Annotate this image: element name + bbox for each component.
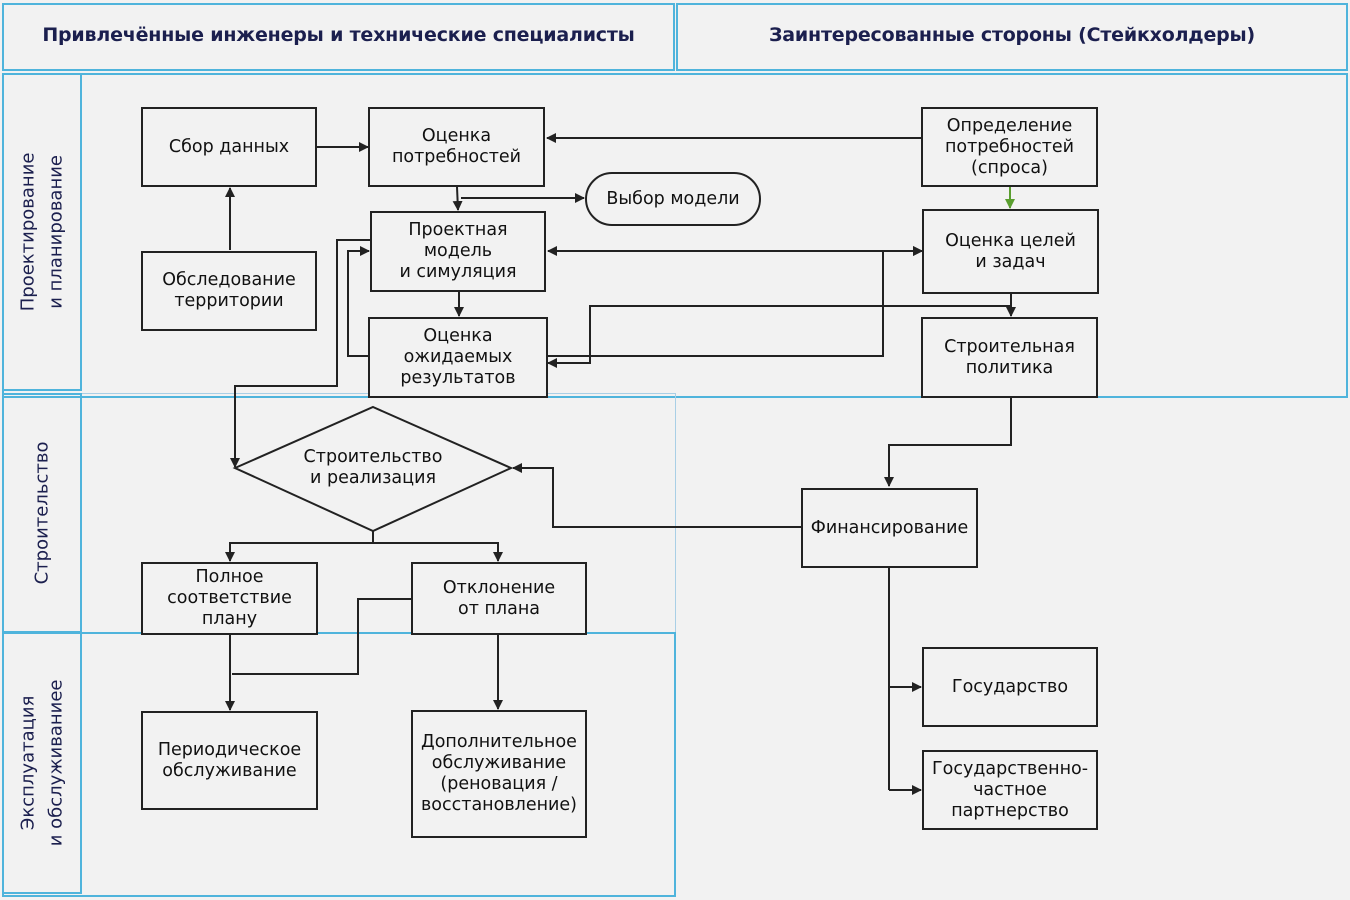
node-ppp: Государственно- частное партнерство — [922, 750, 1098, 830]
header-right-frame — [676, 3, 1348, 71]
node-full-compliance: Полное соответствие плану — [141, 562, 318, 635]
header-left-frame — [2, 3, 675, 71]
lane-label-construction: Строительство — [31, 441, 53, 585]
node-design-model: Проектная модель и симуляция — [370, 211, 546, 292]
edge-policy-to-financing — [884, 398, 1012, 487]
node-goals-assessment: Оценка целей и задач — [922, 209, 1099, 294]
lane-label-operation: Эксплуатация и обслуживаниее — [17, 679, 67, 847]
node-data-collection: Сбор данных — [141, 107, 317, 187]
node-additional-maintenance: Дополнительное обслуживание (реновация /… — [411, 710, 587, 838]
node-expected-results: Оценка ожидаемых результатов — [368, 317, 548, 398]
node-needs-assessment: Оценка потребностей — [368, 107, 545, 187]
node-financing: Финансирование — [801, 488, 978, 568]
column-header-stakeholders: Заинтересованные стороны (Стейкхолдеры) — [768, 24, 1255, 46]
node-construction-policy: Строительная политика — [921, 317, 1098, 398]
node-periodic-maintenance: Периодическое обслуживание — [141, 711, 318, 810]
node-deviation: Отклонение от плана — [411, 562, 587, 635]
node-state: Государство — [922, 647, 1098, 727]
node-construction-decision-label: Строительство и реализация — [303, 447, 443, 488]
node-demand-definition: Определение потребностей (спроса) — [921, 107, 1098, 187]
node-model-choice: Выбор модели — [585, 172, 761, 226]
column-header-engineers: Привлечённые инженеры и технические спец… — [42, 24, 635, 46]
node-site-survey: Обследование территории — [141, 251, 317, 331]
lane-planning-label-frame — [2, 73, 82, 391]
lane-operation-label-frame — [2, 632, 82, 894]
lane-label-planning: Проектирование и планирование — [17, 152, 67, 312]
